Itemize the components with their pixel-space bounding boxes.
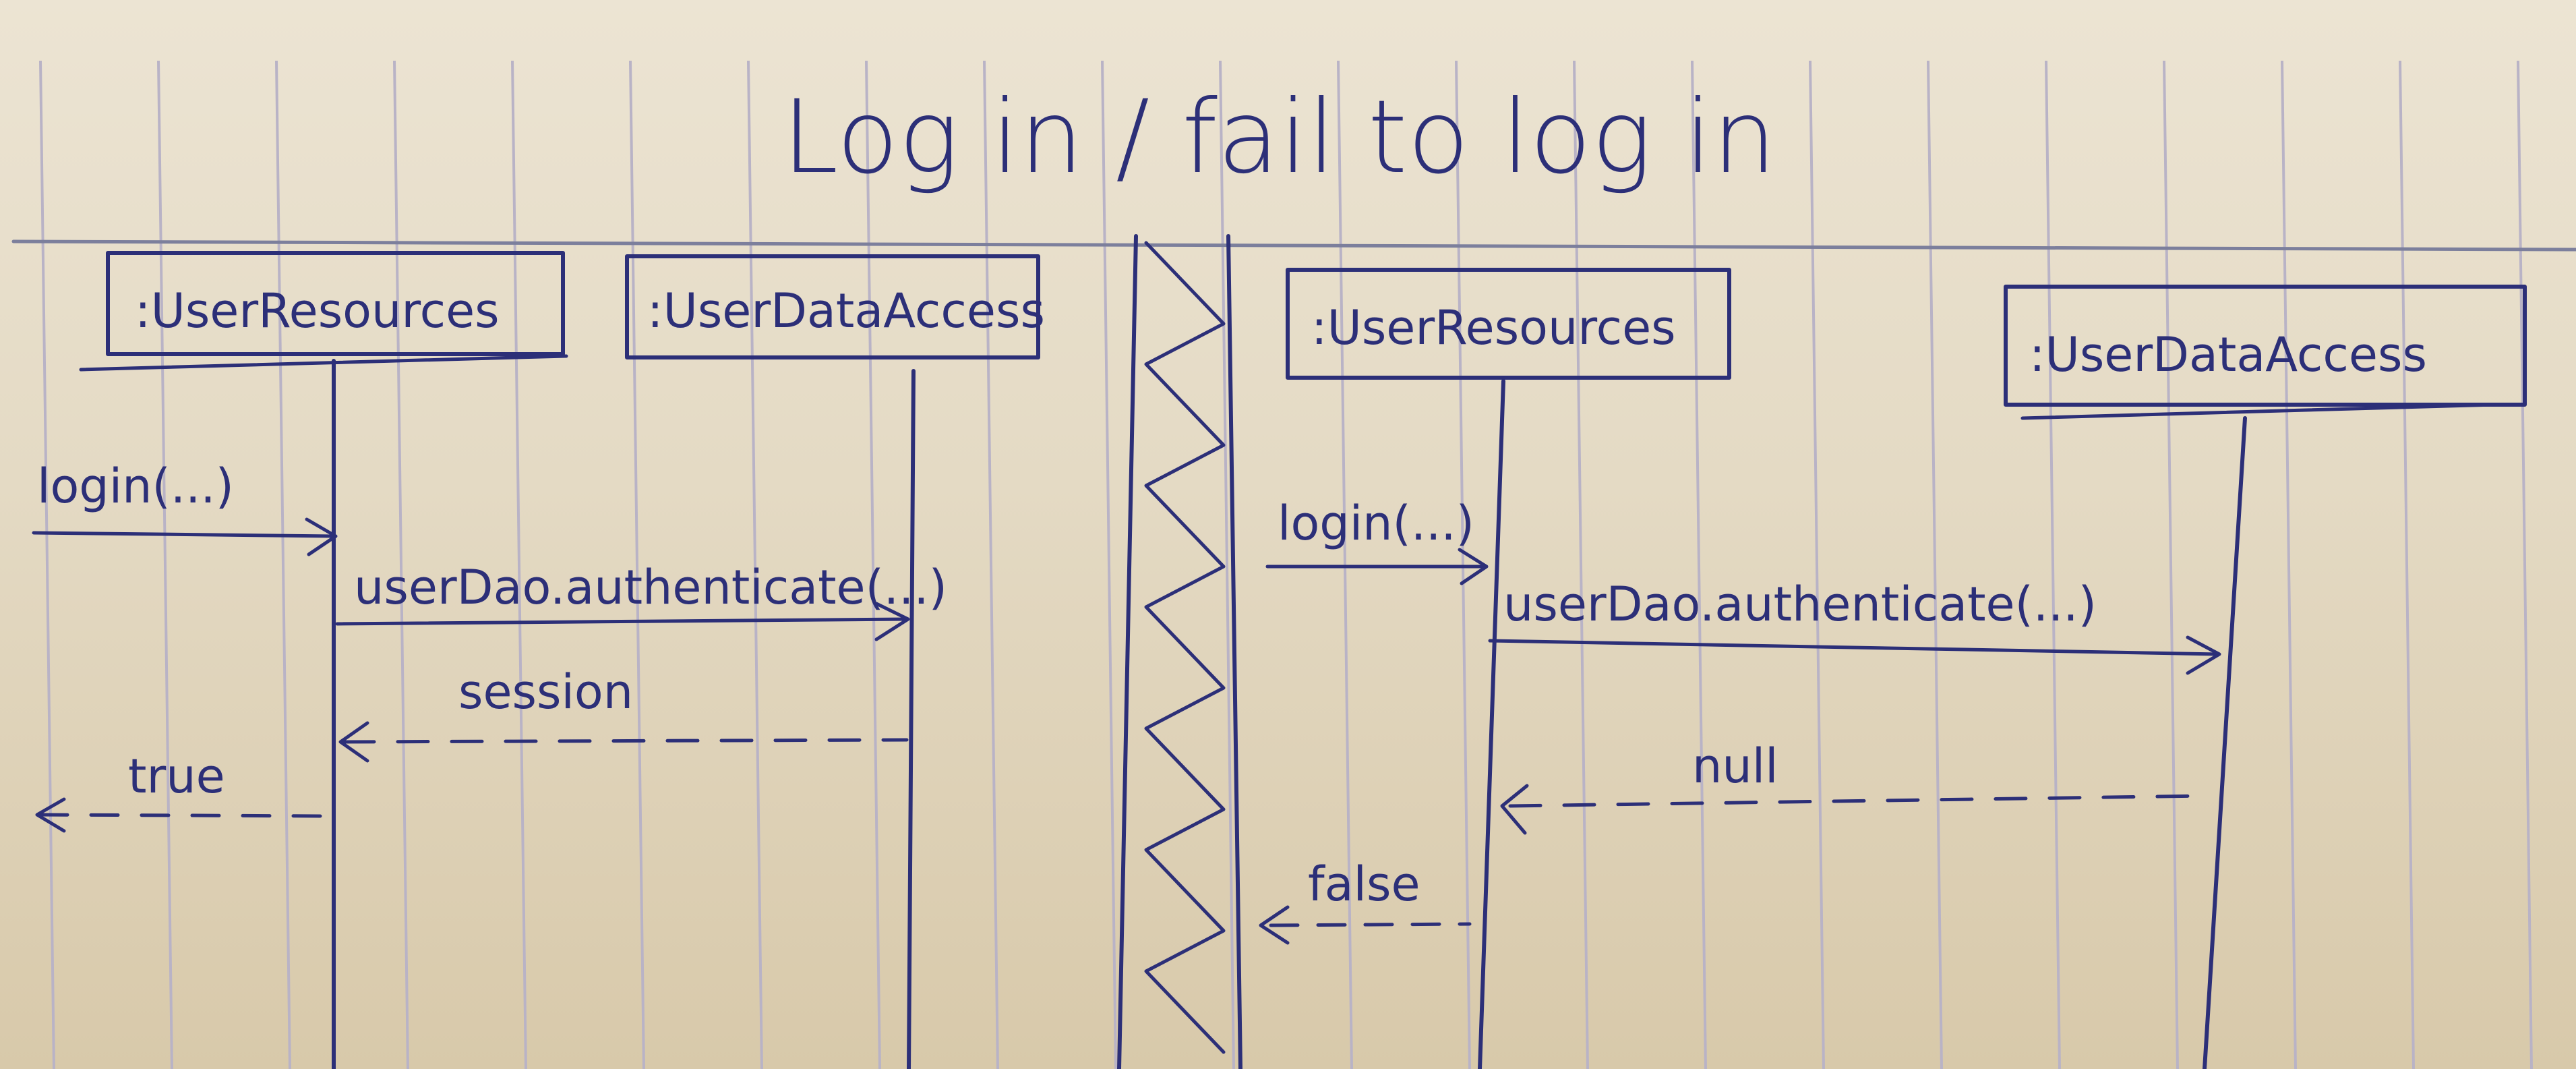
ruled-line (1101, 60, 1117, 1069)
diagram-title: Log in / fail to log in (782, 79, 1776, 196)
left-scenario: :UserResources :UserDataAccess login(...… (32, 251, 1045, 1069)
right-false-return-arrowhead (1259, 905, 1290, 945)
left-user-data-access-lifeline (907, 369, 916, 1069)
left-session-return-label: session (458, 664, 633, 720)
left-login-call-arrow (32, 531, 336, 538)
right-user-data-access-box (2004, 285, 2527, 407)
right-user-resources-lifeline (1478, 379, 1505, 1069)
left-session-return-arrowhead (338, 721, 369, 763)
right-authenticate-label: userDao.authenticate(...) (1503, 577, 2097, 632)
scenario-divider (1117, 234, 1242, 1069)
left-user-resources-box (106, 251, 565, 356)
left-authenticate-label: userDao.authenticate(...) (354, 560, 947, 615)
title-separator-line (11, 239, 2576, 252)
ruled-line (2517, 60, 2533, 1069)
ruled-line (157, 60, 173, 1069)
ruled-line (393, 60, 409, 1069)
right-null-return-arrow (1508, 794, 2207, 808)
ruled-line (1573, 60, 1589, 1069)
ruled-line (1691, 60, 1707, 1069)
left-login-call-arrowhead (305, 517, 338, 556)
left-user-resources-label: :UserResources (135, 283, 500, 339)
left-true-return-arrowhead (35, 797, 66, 833)
ruled-line (275, 60, 291, 1069)
right-false-return-label: false (1308, 857, 1420, 912)
right-user-resources-box (1286, 268, 1731, 380)
left-true-return-arrow (38, 813, 329, 818)
ruled-line (39, 60, 55, 1069)
right-user-resources-label: :UserResources (1311, 300, 1676, 355)
ruled-line (1219, 60, 1235, 1069)
right-user-data-access-label: :UserDataAccess (2029, 327, 2427, 382)
divider-hatching (1144, 241, 1226, 1054)
right-false-return-arrow (1269, 922, 1472, 927)
ruled-line (747, 60, 763, 1069)
left-authenticate-arrowhead (874, 602, 910, 641)
ruled-line (1927, 60, 1943, 1069)
right-user-data-access-lifeline (2203, 416, 2247, 1069)
right-login-call-label: login(...) (1278, 496, 1474, 551)
right-scenario: :UserResources :UserDataAccess login(...… (1259, 268, 2527, 1069)
right-login-call-arrowhead (1458, 548, 1489, 585)
ruled-line (2281, 60, 2297, 1069)
left-user-resources-box-underline (79, 354, 568, 372)
ruled-line (2045, 60, 2061, 1069)
right-authenticate-arrow (1488, 639, 2220, 656)
left-session-return-arrow (342, 738, 909, 744)
left-user-data-access-label: :UserDataAccess (647, 283, 1045, 339)
left-authenticate-arrow (335, 617, 909, 626)
left-login-call-label: login(...) (37, 459, 234, 514)
right-null-return-label: null (1692, 739, 1778, 794)
ruled-line (1809, 60, 1825, 1069)
ruled-line (2163, 60, 2179, 1069)
left-user-data-access-box (625, 254, 1040, 359)
right-user-data-access-box-underline (2020, 403, 2496, 420)
ruled-line (511, 60, 527, 1069)
ruled-line (983, 60, 999, 1069)
right-authenticate-arrowhead (2186, 635, 2221, 675)
ruled-line (865, 60, 881, 1069)
right-null-return-arrowhead (1500, 784, 1529, 835)
ruled-line (2399, 60, 2415, 1069)
left-true-return-label: true (128, 749, 225, 804)
ruled-line (629, 60, 645, 1069)
